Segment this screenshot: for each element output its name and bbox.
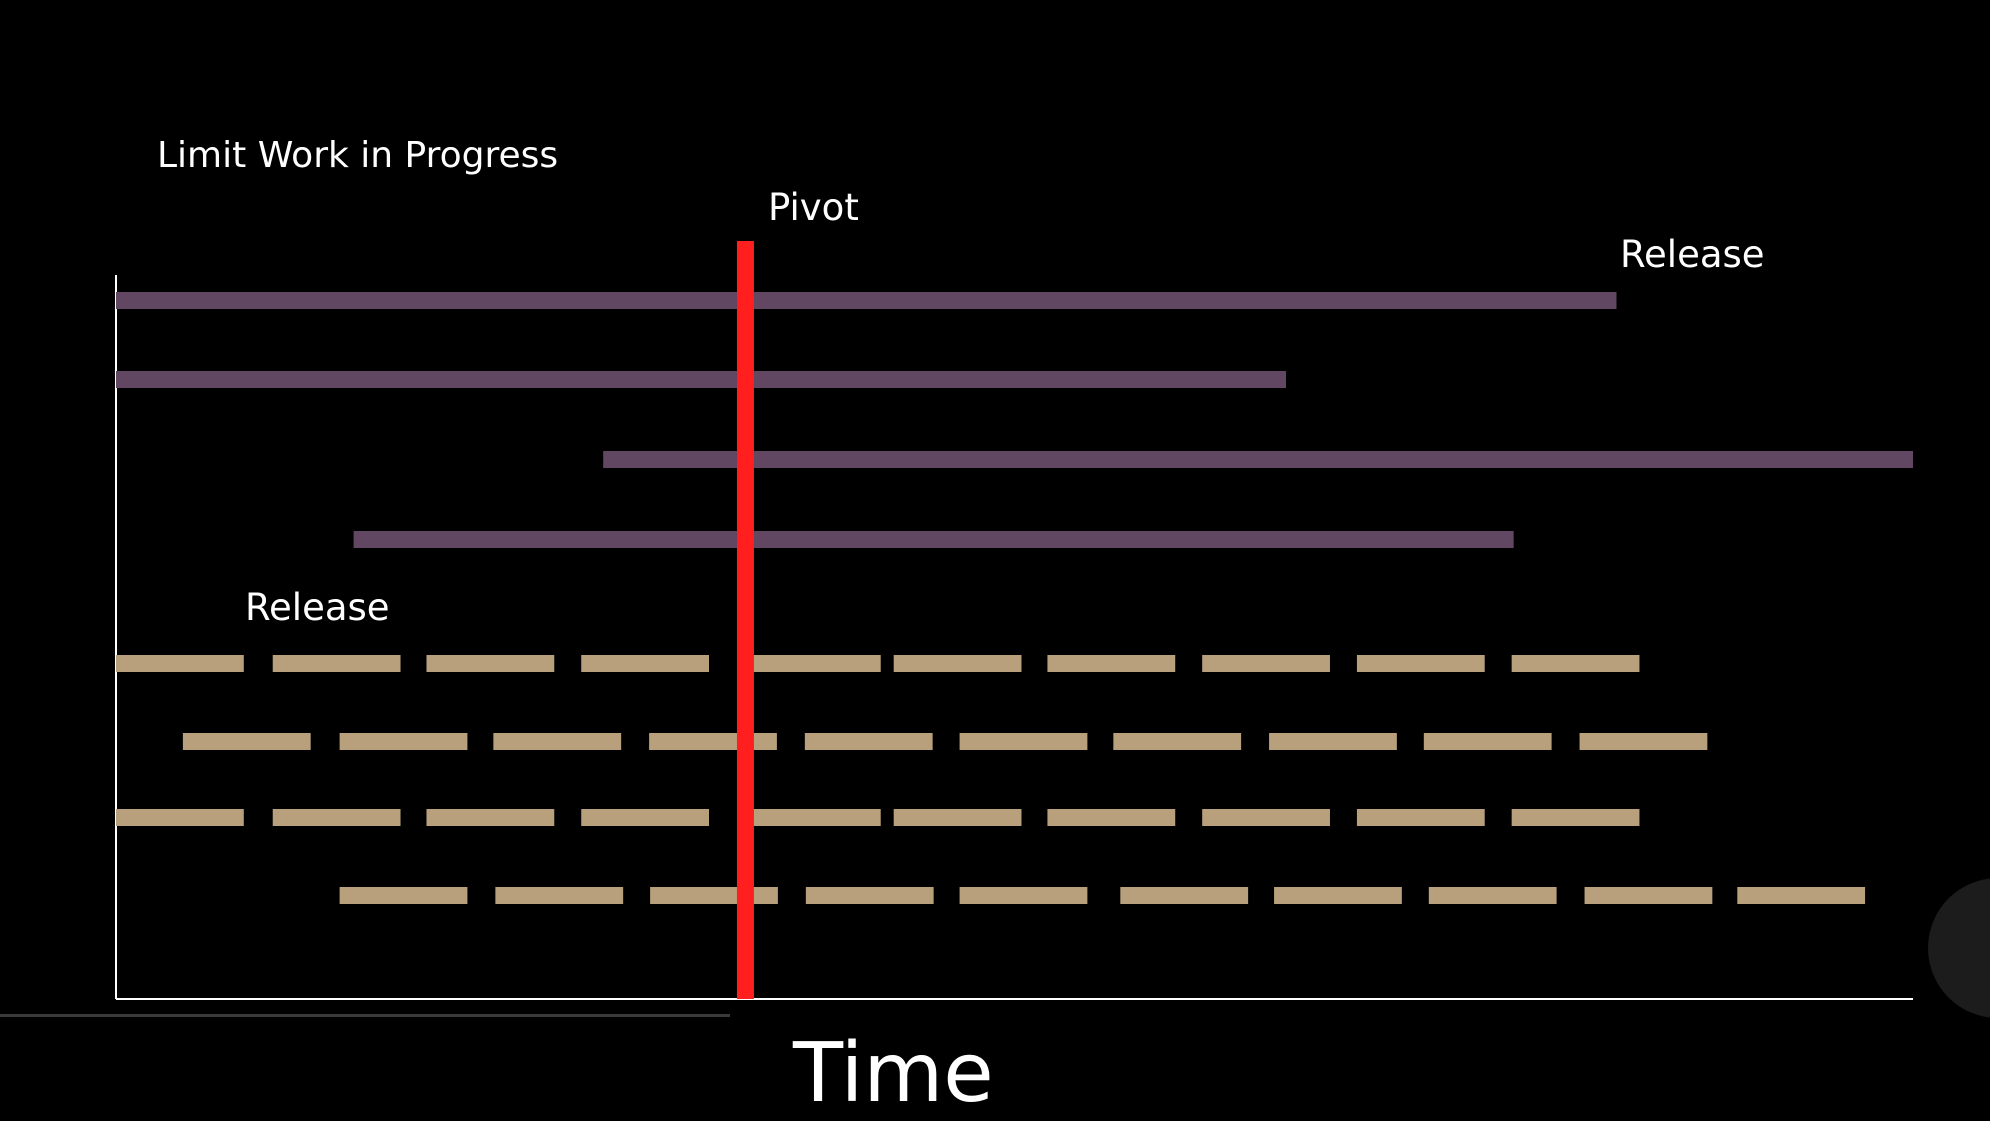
release-label-short: Release xyxy=(245,586,390,629)
short-project-1-segment-5 xyxy=(752,655,881,672)
short-project-3-segment-1 xyxy=(116,809,244,826)
footer-divider xyxy=(0,1014,730,1017)
short-project-bars xyxy=(116,655,1866,904)
short-project-2-segment-3 xyxy=(493,733,622,750)
short-project-4-segment-7 xyxy=(1274,887,1402,904)
short-project-3-segment-10 xyxy=(1511,809,1640,826)
short-project-3-segment-2 xyxy=(272,809,401,826)
short-project-3-segment-4 xyxy=(581,809,710,826)
long-project-bar-3 xyxy=(603,451,1913,468)
slide-title: Limit Work in Progress xyxy=(157,135,559,176)
short-project-2-segment-1 xyxy=(182,733,311,750)
short-project-3-segment-7 xyxy=(1047,809,1176,826)
short-project-2-segment-8 xyxy=(1269,733,1397,750)
long-project-bar-4 xyxy=(353,531,1514,548)
long-project-bars xyxy=(116,292,1913,548)
short-project-1-segment-7 xyxy=(1047,655,1176,672)
x-axis-title: Time xyxy=(793,1026,994,1121)
short-project-3-segment-6 xyxy=(893,809,1022,826)
short-project-3-segment-9 xyxy=(1356,809,1485,826)
pivot-line xyxy=(736,241,754,999)
short-project-1-segment-9 xyxy=(1356,655,1485,672)
short-project-2-segment-9 xyxy=(1423,733,1552,750)
short-project-4-segment-2 xyxy=(495,887,624,904)
short-project-2-segment-5 xyxy=(804,733,933,750)
short-project-2-segment-6 xyxy=(959,733,1088,750)
short-project-1-segment-1 xyxy=(116,655,244,672)
short-project-1-segment-6 xyxy=(893,655,1022,672)
short-project-1-segment-4 xyxy=(581,655,710,672)
short-project-3-segment-5 xyxy=(752,809,881,826)
short-project-2-segment-10 xyxy=(1579,733,1708,750)
short-project-4-segment-6 xyxy=(1120,887,1249,904)
short-project-4-segment-9 xyxy=(1584,887,1713,904)
short-project-2-segment-2 xyxy=(339,733,468,750)
short-project-3-segment-8 xyxy=(1202,809,1330,826)
short-project-4-segment-5 xyxy=(959,887,1088,904)
short-project-2-segment-7 xyxy=(1113,733,1242,750)
chart-axes xyxy=(115,275,1913,1000)
short-project-2-segment-4 xyxy=(649,733,777,750)
short-project-4-segment-4 xyxy=(805,887,934,904)
short-project-1-segment-8 xyxy=(1202,655,1330,672)
short-project-1-segment-3 xyxy=(426,655,555,672)
pivot-marker xyxy=(736,241,754,999)
long-project-bar-2 xyxy=(116,371,1287,388)
pivot-label: Pivot xyxy=(768,186,859,229)
long-project-bar-1 xyxy=(116,292,1617,309)
short-project-1-segment-2 xyxy=(272,655,401,672)
short-project-4-segment-3 xyxy=(650,887,778,904)
short-project-3-segment-3 xyxy=(426,809,555,826)
short-project-1-segment-10 xyxy=(1511,655,1640,672)
short-project-4-segment-10 xyxy=(1737,887,1866,904)
short-project-4-segment-1 xyxy=(339,887,468,904)
short-project-4-segment-8 xyxy=(1428,887,1557,904)
release-label-long: Release xyxy=(1620,233,1765,276)
